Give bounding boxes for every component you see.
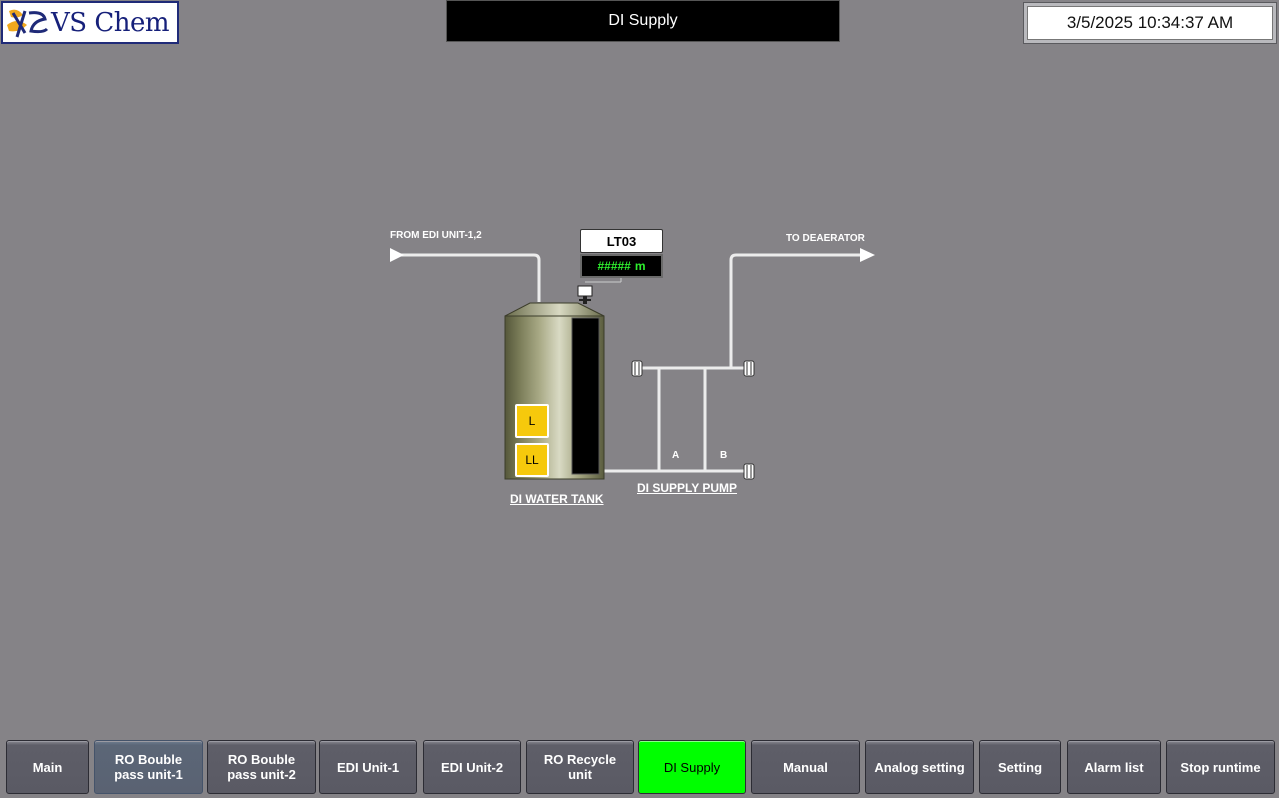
outlet-arrow-icon: [860, 248, 875, 262]
level-switch-l[interactable]: L: [515, 404, 549, 438]
valve-icon: [743, 463, 755, 480]
nav-button-main[interactable]: Main: [6, 740, 89, 794]
nav-button-edi-unit-2[interactable]: EDI Unit-2: [423, 740, 521, 794]
tank-label: DI WATER TANK: [510, 492, 604, 506]
level-sensor-icon: [577, 278, 622, 304]
inlet-arrow-icon: [390, 248, 404, 262]
pump-label: DI SUPPLY PUMP: [637, 481, 738, 495]
inlet-pipe: [390, 248, 541, 302]
datetime-text: 3/5/2025 10:34:37 AM: [1027, 6, 1273, 40]
company-logo: VS Chem: [1, 1, 179, 44]
valve-icon: [743, 360, 755, 377]
process-diagram: [390, 248, 875, 480]
valve-icon: [631, 360, 643, 377]
level-switch-ll[interactable]: LL: [515, 443, 549, 477]
lt03-value-display[interactable]: ##### m: [580, 254, 663, 278]
tank-level-bar: [571, 317, 600, 475]
nav-button-stop-runtime[interactable]: Stop runtime: [1166, 740, 1275, 794]
nav-button-ro-unit-2[interactable]: RO Bouble pass unit-2: [207, 740, 316, 794]
screen-title: DI Supply: [446, 0, 840, 42]
datetime-display: 3/5/2025 10:34:37 AM: [1023, 2, 1277, 44]
nav-button-manual[interactable]: Manual: [751, 740, 860, 794]
pump-a-label: A: [672, 450, 680, 461]
pump-piping: [604, 366, 748, 473]
pump-b-label: B: [720, 450, 728, 461]
nav-button-setting[interactable]: Setting: [979, 740, 1061, 794]
nav-button-alarm-list[interactable]: Alarm list: [1067, 740, 1161, 794]
nav-button-analog-setting[interactable]: Analog setting: [865, 740, 974, 794]
nav-button-di-supply[interactable]: DI Supply: [638, 740, 746, 794]
logo-text: VS Chem: [51, 7, 170, 38]
nav-button-edi-unit-1[interactable]: EDI Unit-1: [319, 740, 417, 794]
vs-chem-logo-icon: [7, 9, 49, 38]
lt03-tag: LT03: [580, 229, 663, 253]
bottom-navigation: Main RO Bouble pass unit-1 RO Bouble pas…: [0, 716, 1279, 798]
lt03-unit: m: [634, 259, 646, 273]
inlet-label: FROM EDI UNIT-1,2: [390, 230, 482, 241]
nav-button-ro-unit-1[interactable]: RO Bouble pass unit-1: [94, 740, 203, 794]
outlet-label: TO DEAERATOR: [786, 233, 865, 244]
lt03-value: #####: [597, 259, 631, 273]
outlet-pipe: [729, 248, 875, 368]
nav-button-ro-recycle[interactable]: RO Recycle unit: [526, 740, 634, 794]
